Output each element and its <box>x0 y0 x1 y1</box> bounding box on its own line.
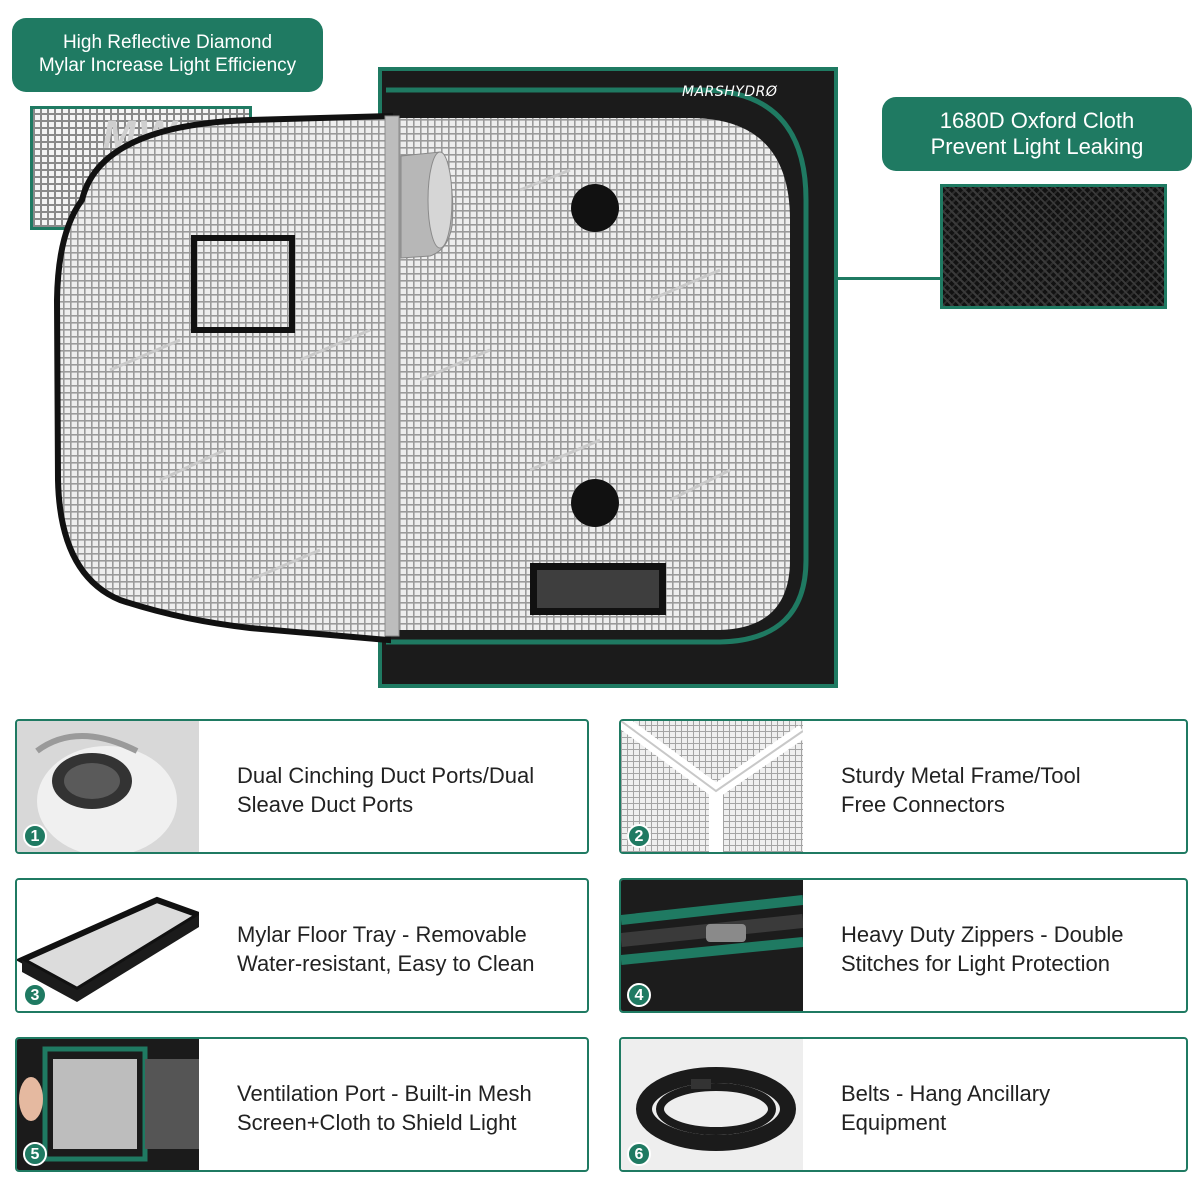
feature-card-1: 1 Dual Cinching Duct Ports/Dual Sleave D… <box>15 719 589 854</box>
feature-5-line2: Screen+Cloth to Shield Light <box>237 1110 517 1135</box>
oxford-callout-line1: 1680D Oxford Cloth <box>939 107 1135 133</box>
mylar-callout-line1: High Reflective Diamond <box>62 32 273 54</box>
feature-number-badge: 4 <box>627 983 651 1007</box>
mylar-watermarks <box>109 168 731 582</box>
oxford-callout: 1680D Oxford Cloth Prevent Light Leaking <box>882 97 1192 171</box>
oxford-connector-line <box>818 277 940 280</box>
belt-photo-icon: 6 <box>621 1039 803 1170</box>
feature-1-line1: Dual Cinching Duct Ports/Dual <box>237 763 535 788</box>
feature-4-line2: Stitches for Light Protection <box>841 951 1111 976</box>
frame-pole <box>384 115 400 637</box>
feature-3-line1: Mylar Floor Tray - Removable <box>237 922 527 947</box>
grow-tent-illustration: MARSHYDRØ <box>53 67 838 688</box>
floor-tray-photo-icon: 3 <box>17 880 199 1011</box>
oxford-cloth-zoom-image <box>940 184 1167 309</box>
tent-interior <box>392 118 790 630</box>
feature-2-line1: Sturdy Metal Frame/Tool <box>841 763 1081 788</box>
duct-port-photo-icon: 1 <box>17 721 199 852</box>
lower-duct-hole <box>571 479 619 527</box>
feature-4-line1: Heavy Duty Zippers - Double <box>841 922 1124 947</box>
flap-window <box>191 235 295 333</box>
feature-card-6: 6 Belts - Hang Ancillary Equipment <box>619 1037 1188 1172</box>
vent-port-mesh <box>537 570 659 608</box>
feature-card-5: 5 Ventilation Port - Built-in Mesh Scree… <box>15 1037 589 1172</box>
upper-duct-hole <box>571 184 619 232</box>
feature-number-badge: 1 <box>23 824 47 848</box>
feature-card-2: 2 Sturdy Metal Frame/Tool Free Connector… <box>619 719 1188 854</box>
feature-6-line1: Belts - Hang Ancillary <box>841 1081 1051 1106</box>
feature-5-line1: Ventilation Port - Built-in Mesh <box>237 1081 532 1106</box>
feature-card-4: 4 Heavy Duty Zippers - Double Stitches f… <box>619 878 1188 1013</box>
frame-connector-photo-icon: 2 <box>621 721 803 852</box>
feature-number-badge: 2 <box>627 824 651 848</box>
feature-card-3: 3 Mylar Floor Tray - Removable Water-res… <box>15 878 589 1013</box>
mylar-callout-line2: Mylar Increase Light Efficiency <box>38 55 297 76</box>
oxford-callout-line2: Prevent Light Leaking <box>930 134 1144 159</box>
feature-number-badge: 3 <box>23 983 47 1007</box>
feature-3-line2: Water-resistant, Easy to Clean <box>237 951 535 976</box>
tent-zipper-line <box>386 87 809 645</box>
vent-port-photo-icon: 5 <box>17 1039 199 1170</box>
mylar-callout: High Reflective Diamond Mylar Increase L… <box>12 18 323 92</box>
feature-number-badge: 6 <box>627 1142 651 1166</box>
brand-logo: MARSHYDRØ <box>682 84 778 100</box>
feature-number-badge: 5 <box>23 1142 47 1166</box>
zipper-photo-icon: 4 <box>621 880 803 1011</box>
duct-sleeve-opening <box>427 151 453 249</box>
feature-2-line2: Free Connectors <box>841 792 1005 817</box>
feature-6-line2: Equipment <box>841 1110 947 1135</box>
feature-1-line2: Sleave Duct Ports <box>237 792 414 817</box>
tent-door-flap <box>53 112 394 644</box>
